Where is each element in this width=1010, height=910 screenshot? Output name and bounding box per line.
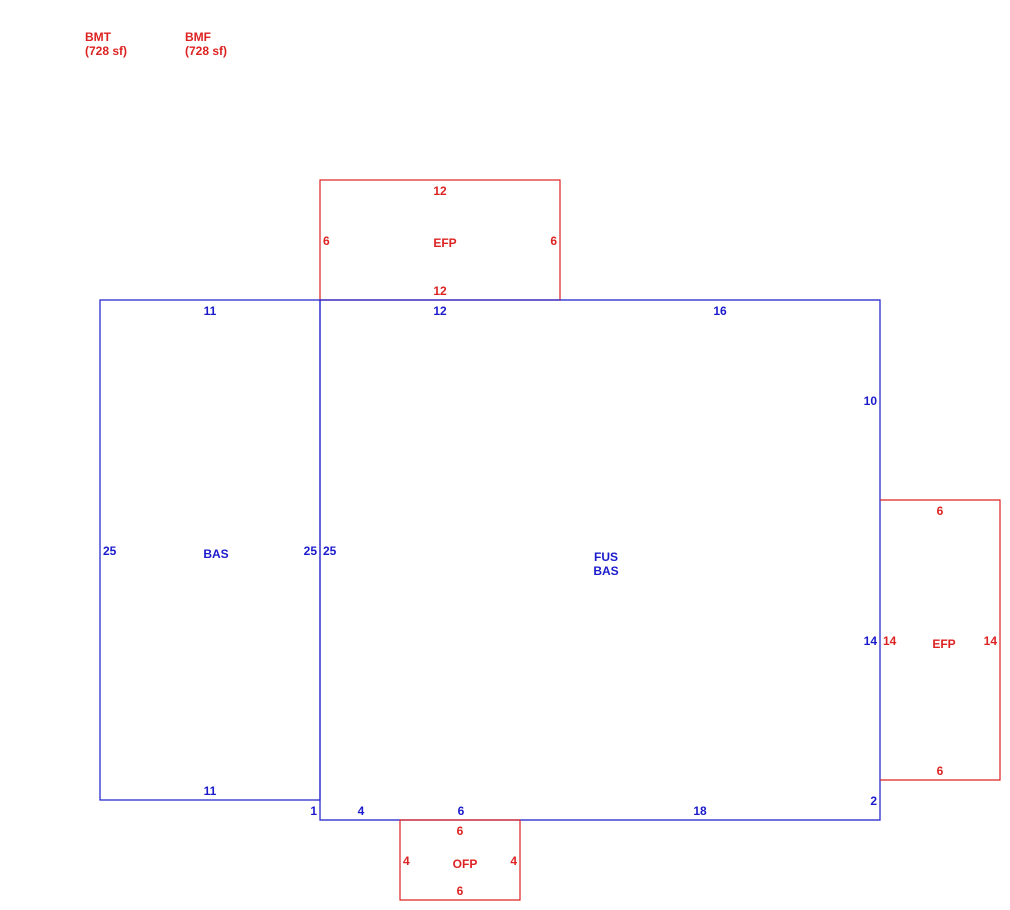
dimension-label: 2 — [870, 794, 877, 808]
dimension-label: 6 — [937, 764, 944, 778]
dimension-label: 4 — [358, 804, 365, 818]
legend-code: BMT — [85, 30, 112, 44]
dimension-label: 12 — [433, 304, 447, 318]
dimension-label: 14 — [883, 634, 897, 648]
dimension-label: 16 — [713, 304, 727, 318]
dimension-label: 4 — [403, 854, 410, 868]
legend-code: BMF — [185, 30, 211, 44]
dimension-label: 10 — [864, 394, 878, 408]
area-efp-top: 12 12 6 6 EFP — [319, 179, 561, 301]
legend: BMT (728 sf) BMF (728 sf) — [85, 30, 227, 58]
area-label: FUS — [594, 550, 618, 564]
dimension-label: 11 — [204, 784, 217, 798]
dimension-label: 6 — [937, 504, 944, 518]
dimension-label: 12 — [433, 284, 447, 298]
dimension-label: 12 — [433, 184, 447, 198]
area-ofp-bottom: 6 6 4 4 OFP — [399, 819, 521, 901]
area-label: BAS — [203, 547, 228, 561]
dimension-label: 11 — [204, 304, 217, 318]
legend-area: (728 sf) — [185, 44, 227, 58]
dimension-label: 6 — [457, 824, 464, 838]
dimension-label: 18 — [693, 804, 707, 818]
area-efp-right: 6 6 14 14 EFP — [880, 499, 1001, 781]
area-outline — [319, 299, 881, 821]
dimension-label: 25 — [323, 544, 337, 558]
dimension-label: 1 — [310, 804, 317, 818]
area-label: BAS — [593, 564, 618, 578]
area-outline — [880, 499, 1001, 781]
area-outline — [399, 820, 521, 901]
area-label: OFP — [453, 857, 478, 871]
area-label: EFP — [433, 236, 456, 250]
dimension-label: 25 — [304, 544, 318, 558]
dimension-label: 14 — [864, 634, 878, 648]
area-bas-left: 11 11 25 25 BAS — [99, 299, 321, 801]
dimension-label: 6 — [457, 884, 464, 898]
area-label: EFP — [932, 637, 955, 651]
area-fus-bas-main: 12 16 10 14 2 25 1 4 6 18 FUS BAS — [310, 299, 881, 821]
dimension-label: 6 — [458, 804, 465, 818]
legend-area: (728 sf) — [85, 44, 127, 58]
dimension-label: 4 — [510, 854, 517, 868]
dimension-label: 6 — [550, 234, 557, 248]
dimension-label: 25 — [103, 544, 117, 558]
dimension-label: 6 — [323, 234, 330, 248]
dimension-label: 14 — [984, 634, 998, 648]
